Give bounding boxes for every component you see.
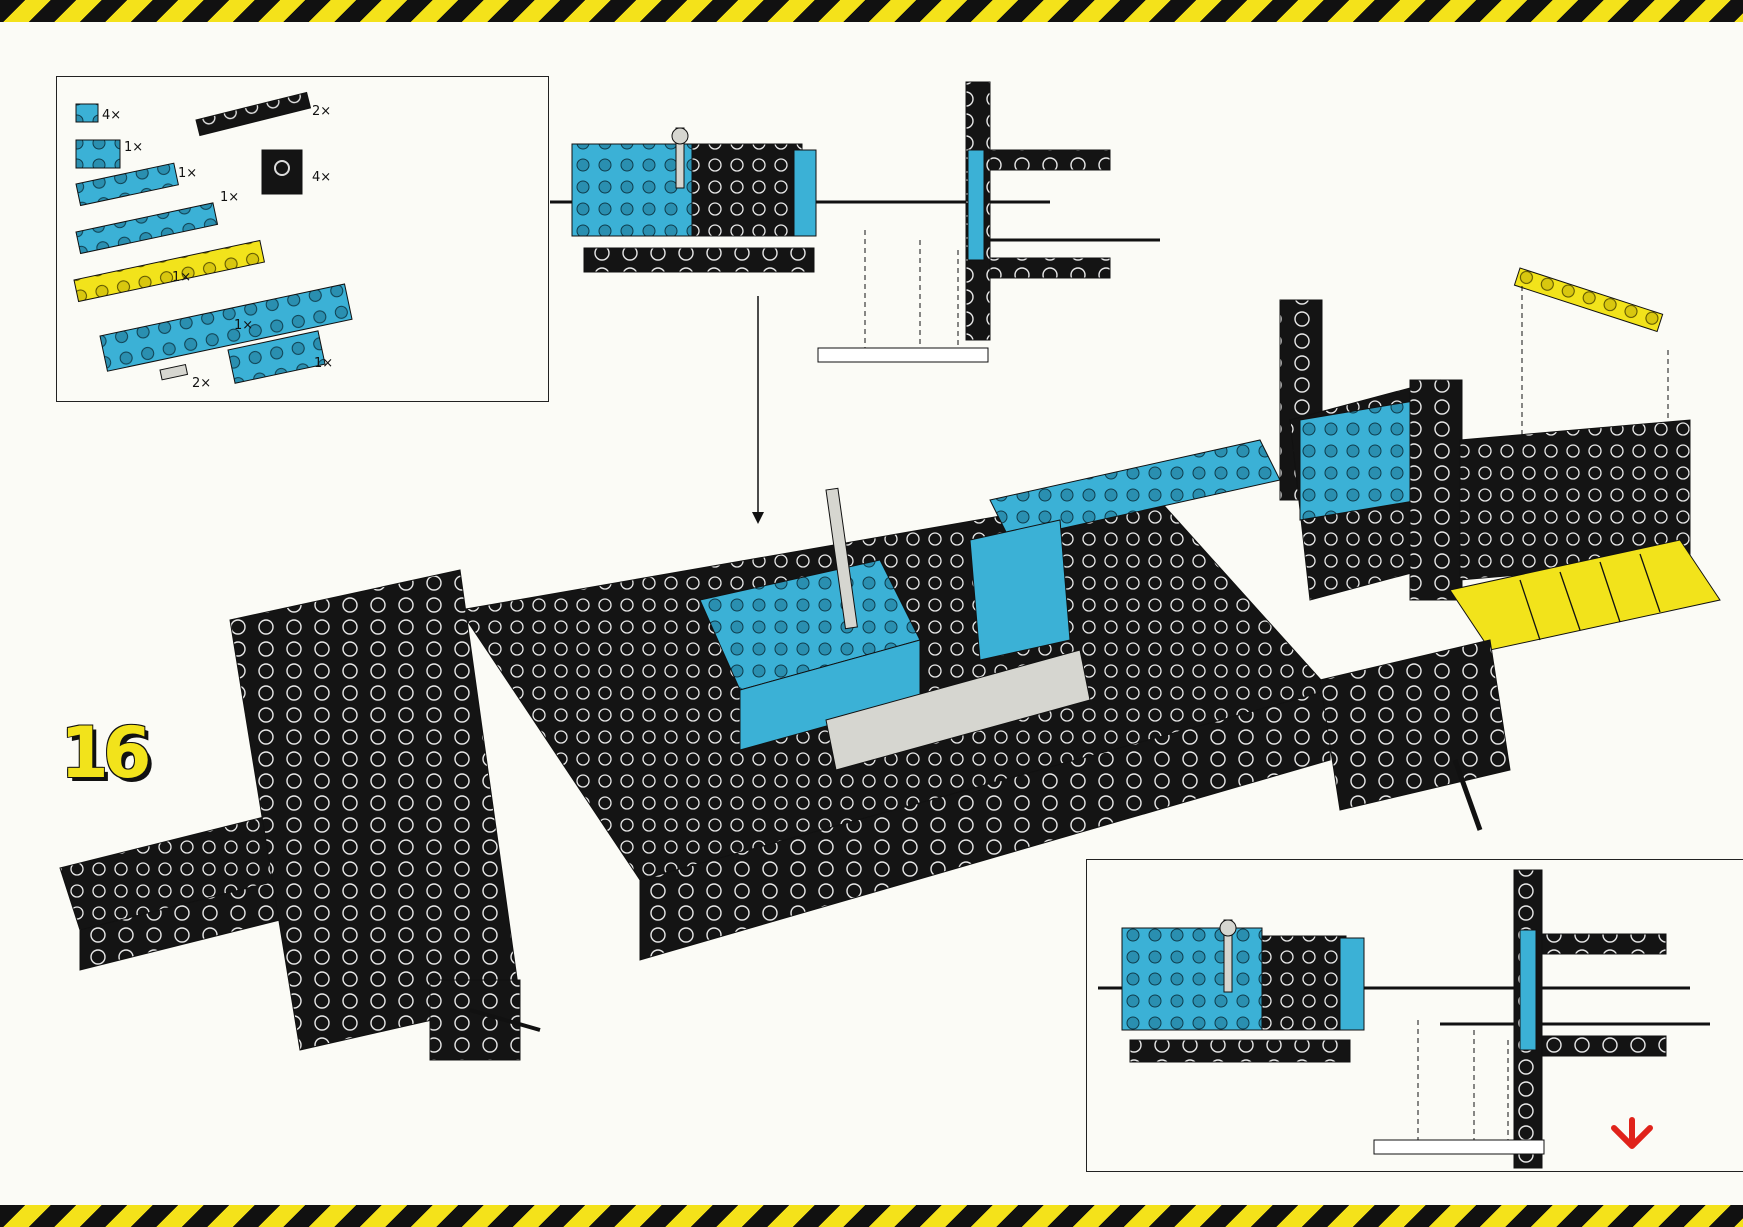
subassembly-top <box>550 81 1160 524</box>
parts-list-icons <box>73 91 353 384</box>
hazard-stripe-top <box>0 0 1743 22</box>
blue-plate-1x6-icon <box>75 202 219 255</box>
part-qty-label: 2× <box>192 376 212 391</box>
yellow-cylinder <box>1449 539 1721 651</box>
main-chassis <box>59 267 1721 1061</box>
assembly-arrow-icon <box>752 512 764 524</box>
step-number: 16 <box>60 712 151 794</box>
part-qty-label: 4× <box>102 108 122 123</box>
subassembly-white-plate <box>817 347 989 363</box>
blue-plate-1x4-icon <box>75 162 179 207</box>
blue-plate-2x2-icon <box>75 139 121 169</box>
subassembly-blue-block <box>571 143 693 237</box>
inset-subassembly <box>1098 869 1710 1169</box>
yellow-plate-1x8-icon <box>73 239 266 303</box>
part-qty-label: 2× <box>312 104 332 119</box>
left-frame <box>229 569 521 1051</box>
part-qty-label: 1× <box>172 270 192 285</box>
black-brick-1x1-hole-icon <box>261 149 303 195</box>
part-qty-label: 1× <box>178 166 198 181</box>
next-page-arrow-icon <box>1611 1117 1653 1149</box>
part-qty-label: 1× <box>314 356 334 371</box>
part-qty-label: 1× <box>220 190 240 205</box>
part-qty-label: 1× <box>124 140 144 155</box>
blue-plate-2x10-icon <box>99 283 353 372</box>
blue-plate-2x4-icon <box>227 330 326 384</box>
part-qty-label: 1× <box>234 318 254 333</box>
blue-plate-1x2-icon <box>75 103 99 123</box>
part-qty-label: 4× <box>312 170 332 185</box>
yellow-plate-hover <box>1513 267 1664 333</box>
hazard-stripe-bottom <box>0 1205 1743 1227</box>
grey-pin-icon <box>159 364 189 381</box>
gear-rack <box>825 649 1091 771</box>
black-plate-1x6-icon <box>195 91 312 137</box>
